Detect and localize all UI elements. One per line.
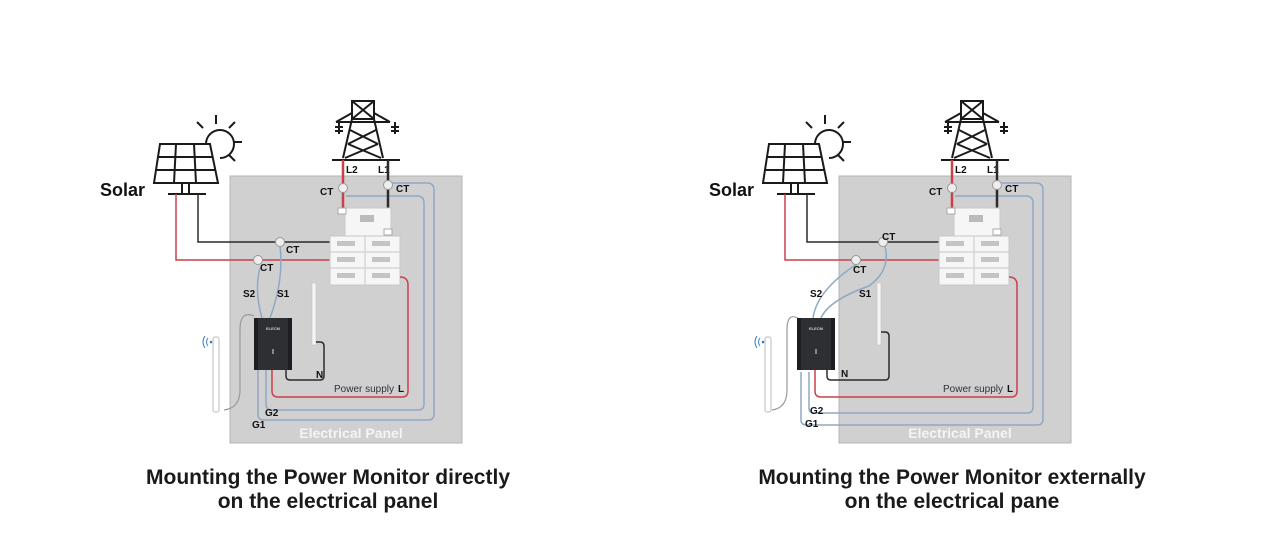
neutral-bar bbox=[311, 282, 317, 346]
wire-solar-red bbox=[175, 194, 330, 261]
ct-clamp-l1 bbox=[383, 180, 393, 190]
caption-line-1: Mounting the Power Monitor directly bbox=[146, 466, 510, 489]
wire-g1 bbox=[257, 182, 435, 421]
ct-clamp-solar-2 bbox=[851, 255, 861, 265]
l1-label: L1 bbox=[378, 165, 390, 176]
wire-solar-black bbox=[197, 194, 330, 243]
g1-label: G1 bbox=[252, 420, 266, 431]
solar-label: Solar bbox=[100, 180, 145, 200]
solar-panel-icon bbox=[152, 143, 220, 195]
wifi-signal-icon bbox=[754, 335, 765, 349]
antenna-cable bbox=[223, 314, 255, 411]
caption-external: Mounting the Power Monitor externally on… bbox=[652, 466, 1252, 514]
sun-icon bbox=[196, 115, 242, 162]
ct-clamp-icons bbox=[253, 180, 393, 265]
s2-label: S2 bbox=[810, 289, 823, 300]
wire-solar-black bbox=[806, 194, 939, 243]
wiring-diagram-external: Solar L2 L1 bbox=[709, 100, 1072, 444]
power-tower-icon bbox=[332, 100, 400, 161]
power-monitor-device: ELECM bbox=[254, 318, 292, 370]
sun-icon bbox=[805, 115, 851, 162]
g2-label: G2 bbox=[265, 408, 279, 419]
diagram-external-mount: Solar L2 L1 bbox=[609, 0, 1209, 543]
power-monitor-device: ELECM bbox=[797, 318, 835, 370]
ct-label-solar-1: CT bbox=[286, 245, 299, 256]
caption-line-1: Mounting the Power Monitor externally bbox=[758, 466, 1146, 489]
g2-label: G2 bbox=[810, 406, 824, 417]
wifi-antenna-icon bbox=[764, 336, 772, 413]
monitor-brand: ELECM bbox=[809, 326, 824, 331]
l-label: L bbox=[398, 384, 404, 395]
ct-label-solar-2: CT bbox=[260, 263, 273, 274]
panel-label: Electrical Panel bbox=[908, 425, 1012, 441]
power-supply-label: Power supply bbox=[334, 384, 394, 395]
wire-s1 bbox=[820, 245, 887, 319]
wire-s1 bbox=[269, 245, 282, 319]
antenna-cable bbox=[771, 316, 802, 411]
ct-clamp-l2 bbox=[338, 183, 348, 193]
wire-s2 bbox=[812, 263, 858, 319]
breaker-box bbox=[938, 207, 1010, 286]
diagram-direct-mount: Solar L2 L1 bbox=[0, 0, 600, 543]
caption-direct: Mounting the Power Monitor directly on t… bbox=[28, 466, 628, 514]
l2-label: L2 bbox=[955, 165, 967, 176]
n-label: N bbox=[841, 369, 848, 380]
ct-label-solar-2: CT bbox=[853, 265, 866, 276]
ct-label-l1: CT bbox=[396, 184, 409, 195]
ct-label-l2: CT bbox=[929, 187, 942, 198]
wire-g1 bbox=[800, 182, 1044, 426]
solar-label: Solar bbox=[709, 180, 754, 200]
caption-line-2: on the electrical panel bbox=[217, 490, 439, 513]
caption-line-2: on the electrical pane bbox=[844, 490, 1060, 513]
n-label: N bbox=[316, 370, 323, 381]
l1-label: L1 bbox=[987, 165, 999, 176]
wire-s2 bbox=[256, 267, 263, 319]
l2-label: L2 bbox=[346, 165, 358, 176]
ct-clamp-l1 bbox=[992, 180, 1002, 190]
wire-power-supply-l bbox=[814, 276, 1018, 398]
s1-label: S1 bbox=[277, 289, 290, 300]
wire-power-supply-l bbox=[271, 276, 409, 398]
neutral-bar bbox=[876, 282, 882, 346]
ct-label-l1: CT bbox=[1005, 184, 1018, 195]
power-tower-icon bbox=[941, 100, 1009, 161]
ct-clamp-solar-1 bbox=[878, 237, 888, 247]
breaker-box bbox=[329, 207, 401, 286]
ct-clamp-solar-2 bbox=[253, 255, 263, 265]
ct-clamp-solar-1 bbox=[275, 237, 285, 247]
s1-label: S1 bbox=[859, 289, 872, 300]
l-label: L bbox=[1007, 384, 1013, 395]
wiring-diagram-direct: Solar L2 L1 bbox=[100, 100, 463, 444]
solar-panel-icon bbox=[761, 143, 829, 195]
s2-label: S2 bbox=[243, 289, 256, 300]
wifi-signal-icon bbox=[202, 335, 213, 349]
panel-label: Electrical Panel bbox=[299, 425, 403, 441]
ct-clamp-icons bbox=[851, 180, 1002, 265]
monitor-brand: ELECM bbox=[266, 326, 281, 331]
ct-label-solar-1: CT bbox=[882, 232, 895, 243]
wifi-antenna-icon bbox=[212, 336, 220, 413]
ct-clamp-l2 bbox=[947, 183, 957, 193]
wire-g2 bbox=[808, 195, 1034, 414]
wire-neutral bbox=[285, 341, 325, 381]
g1-label: G1 bbox=[805, 419, 819, 430]
wire-neutral bbox=[826, 331, 890, 381]
wire-g2 bbox=[265, 195, 425, 411]
ct-label-l2: CT bbox=[320, 187, 333, 198]
power-supply-label: Power supply bbox=[943, 384, 1003, 395]
wire-solar-red bbox=[784, 194, 939, 261]
